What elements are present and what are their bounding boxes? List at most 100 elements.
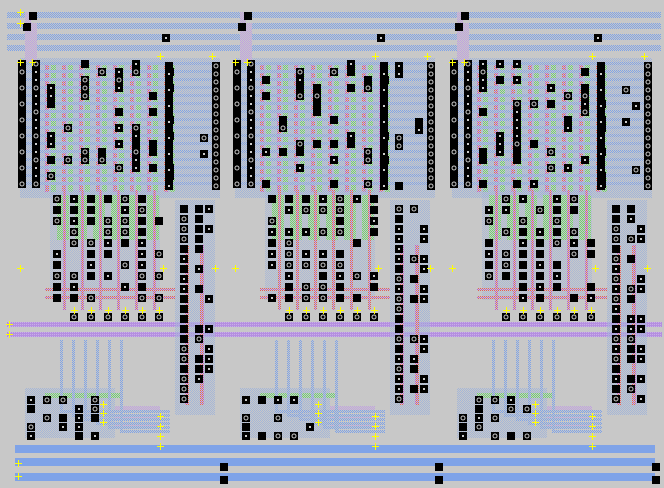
contact-cut	[32, 164, 40, 172]
contact-cut	[380, 102, 388, 110]
contact-cut	[627, 385, 635, 393]
contact-cut	[180, 275, 188, 283]
contact-cut	[627, 295, 635, 303]
contact-cut	[53, 195, 61, 203]
contact-cut	[319, 272, 327, 280]
contact-cut	[587, 313, 595, 321]
pin-marker	[427, 265, 434, 272]
bottom-rail	[15, 473, 655, 481]
contact-cut	[233, 164, 241, 172]
logic-poly	[99, 190, 102, 310]
contact-cut	[233, 60, 241, 68]
contact-cut	[420, 345, 428, 353]
contact-cut	[553, 272, 561, 280]
contact-cut	[81, 76, 89, 84]
contact-cut	[18, 116, 26, 124]
pin-marker	[371, 307, 378, 314]
contact-cut	[502, 272, 510, 280]
contact-cut	[262, 148, 270, 156]
contact-cut	[212, 126, 220, 134]
contact-cut	[587, 250, 595, 258]
contact-cut	[258, 432, 266, 440]
contact-cut	[594, 34, 602, 42]
pin-marker	[17, 59, 24, 66]
contact-cut	[597, 70, 605, 78]
contact-cut	[513, 180, 521, 188]
contact-cut	[364, 180, 372, 188]
contact-cut	[242, 414, 250, 422]
contact-cut	[59, 414, 67, 422]
contact-cut	[165, 62, 173, 70]
pin-marker	[354, 307, 361, 314]
pin-marker	[520, 307, 527, 314]
contact-cut	[205, 355, 213, 363]
contact-cut	[319, 283, 327, 291]
contact-cut	[597, 158, 605, 166]
contact-cut	[464, 76, 472, 84]
contact-cut	[410, 365, 418, 373]
contact-cut	[81, 84, 89, 92]
contact-cut	[233, 172, 241, 180]
contact-cut	[104, 228, 112, 236]
contact-cut	[644, 150, 652, 158]
contact-cut	[395, 245, 403, 253]
contact-cut	[612, 235, 620, 243]
contact-cut	[427, 150, 435, 158]
contact-cut	[212, 118, 220, 126]
contact-cut	[336, 261, 344, 269]
contact-cut	[180, 335, 188, 343]
contact-cut	[479, 84, 487, 92]
contact-cut	[637, 345, 645, 353]
pin-marker	[6, 331, 13, 338]
contact-cut	[564, 124, 572, 132]
memory-row	[235, 78, 430, 81]
memory-row	[452, 62, 647, 65]
contact-cut	[485, 217, 493, 225]
pin-marker	[157, 53, 164, 60]
contact-cut	[242, 432, 250, 440]
contact-cut	[132, 164, 140, 172]
contact-cut	[370, 272, 378, 280]
contact-cut	[597, 174, 605, 182]
contact-cut	[491, 396, 499, 404]
pin-marker	[315, 419, 322, 426]
contact-cut	[132, 68, 140, 76]
contact-cut	[247, 92, 255, 100]
contact-cut	[395, 355, 403, 363]
contact-cut	[450, 68, 458, 76]
contact-cut	[464, 84, 472, 92]
contact-cut	[115, 84, 123, 92]
contact-cut	[450, 92, 458, 100]
pin-marker	[503, 307, 510, 314]
contact-cut	[395, 385, 403, 393]
contact-cut	[450, 124, 458, 132]
contact-cut	[581, 68, 589, 76]
contact-cut	[377, 34, 385, 42]
contact-cut	[247, 140, 255, 148]
contact-cut	[138, 206, 146, 214]
contact-cut	[597, 86, 605, 94]
contact-cut	[627, 315, 635, 323]
contact-cut	[149, 148, 157, 156]
contact-cut	[370, 206, 378, 214]
contact-cut	[285, 239, 293, 247]
top-rail	[7, 23, 661, 29]
contact-cut	[370, 228, 378, 236]
pin-marker	[303, 307, 310, 314]
contact-cut	[212, 62, 220, 70]
contact-cut	[581, 100, 589, 108]
contact-cut	[519, 195, 527, 203]
route-v	[108, 340, 111, 426]
contact-cut	[420, 235, 428, 243]
contact-cut	[138, 228, 146, 236]
contact-cut	[233, 148, 241, 156]
contact-cut	[59, 423, 67, 431]
pin-marker	[592, 265, 599, 272]
contact-cut	[612, 255, 620, 263]
contact-cut	[205, 205, 213, 213]
pin-marker	[105, 307, 112, 314]
contact-cut	[32, 148, 40, 156]
contact-cut	[290, 432, 298, 440]
